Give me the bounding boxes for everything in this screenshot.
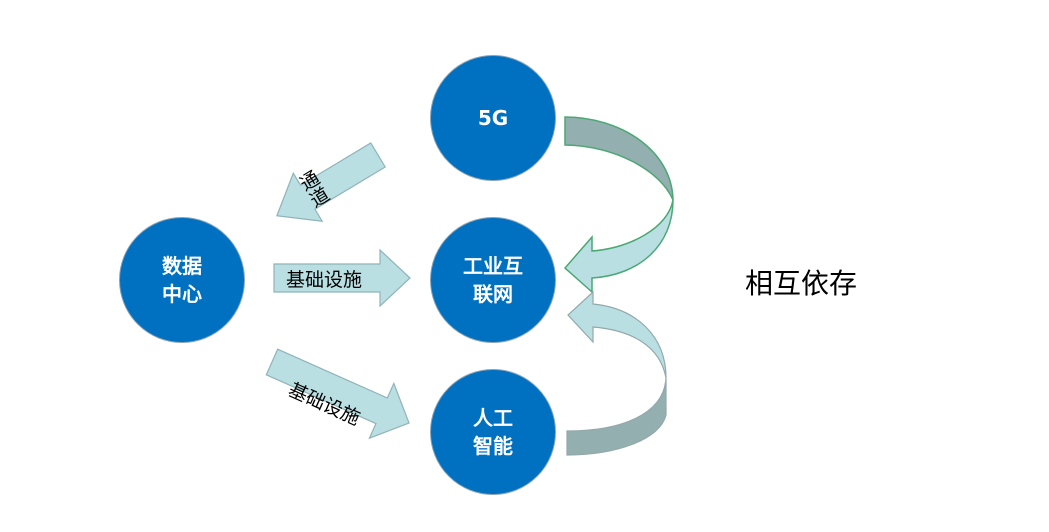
node-data-center: 数据 中心 [119,217,245,343]
side-label: 相互依存 [745,267,858,300]
infrastructure-arrow-diagonal [265,348,410,440]
infrastructure-arrow-horizontal [273,248,411,308]
curved-arrow-ai-to-industrial [566,290,667,456]
node-5g: 5G [430,55,556,181]
channel-arrow [276,142,387,222]
curved-arrow-5g-to-industrial [563,116,674,294]
node-ai: 人工 智能 [430,369,556,495]
node-industrial-internet: 工业互 联网 [430,217,556,343]
infrastructure-label-1: 基础设施 [286,269,363,291]
